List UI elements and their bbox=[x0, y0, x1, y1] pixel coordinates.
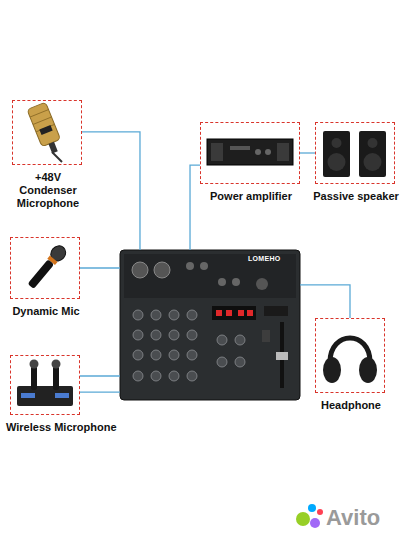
headphone-picture bbox=[323, 338, 377, 383]
device-label: +48V Condenser Microphone bbox=[11, 171, 85, 211]
cable-line bbox=[300, 152, 315, 153]
mixer-box: LOMEHO bbox=[120, 250, 300, 400]
dynamic-mic-box: Dynamic Mic bbox=[10, 237, 80, 299]
cable-line bbox=[300, 285, 350, 318]
speaker-box: Passive speaker bbox=[315, 122, 395, 184]
device-label: Passive speaker bbox=[313, 190, 399, 203]
device-label: Power amplifier bbox=[210, 190, 292, 203]
speaker-picture bbox=[323, 131, 386, 177]
amplifier-box: Power amplifier bbox=[200, 122, 300, 184]
power-amplifier-picture bbox=[207, 139, 293, 165]
wireless-mic-box: Wireless Microphone bbox=[10, 355, 80, 415]
wireless-mic-picture bbox=[17, 360, 73, 407]
cable-line bbox=[82, 132, 140, 250]
device-label: Headphone bbox=[321, 399, 381, 412]
mixer-picture bbox=[120, 250, 300, 400]
condenser-mic-picture bbox=[27, 102, 64, 156]
cable-line bbox=[80, 267, 120, 268]
dynamic-mic-picture bbox=[25, 243, 69, 291]
device-label: Wireless Microphone bbox=[6, 421, 117, 434]
brand-text: LOMEHO bbox=[248, 255, 281, 262]
headphone-box: Headphone bbox=[315, 318, 385, 393]
watermark: Avito bbox=[326, 505, 380, 531]
cable-line bbox=[80, 375, 120, 376]
condenser-mic-box: +48V Condenser Microphone bbox=[12, 100, 82, 165]
watermark-logo bbox=[296, 504, 323, 528]
cable-line bbox=[190, 165, 200, 250]
device-label: Dynamic Mic bbox=[12, 305, 79, 318]
cable-line bbox=[80, 391, 120, 392]
